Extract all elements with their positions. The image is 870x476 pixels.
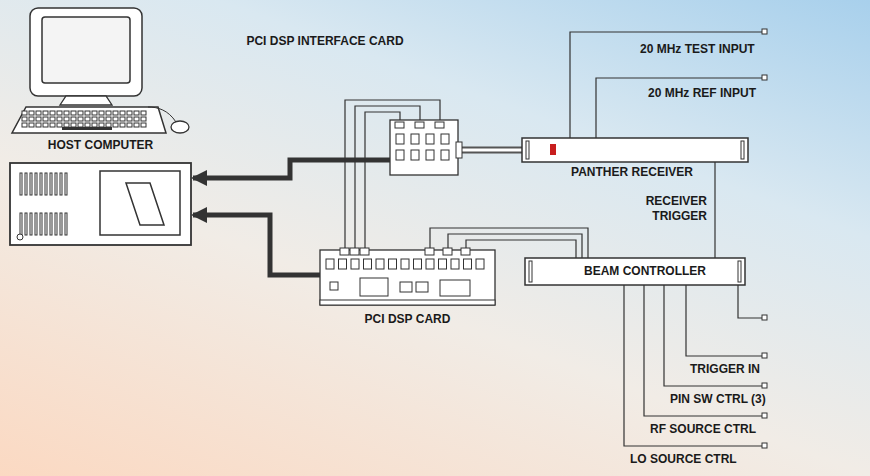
- node-label: BEAM CONTROLLER: [525, 258, 765, 278]
- edge-label: RECEIVER TRIGGER: [617, 194, 707, 224]
- spare-line: [738, 285, 762, 318]
- connector-line: [193, 160, 390, 178]
- terminal: [762, 353, 767, 358]
- panther-receiver-drawing: [522, 138, 748, 162]
- node-label: PCI DSP INTERFACE CARD: [245, 34, 405, 48]
- connector: [193, 215, 320, 275]
- cable-core: [458, 149, 522, 152]
- pin-sw-line: [664, 285, 762, 386]
- signal-label: TRIGGER IN: [690, 362, 760, 376]
- panther-receiver: PANTHER RECEIVER: [522, 138, 748, 162]
- terminal: [762, 443, 767, 448]
- terminal: [762, 413, 767, 418]
- pci-dsp-card-drawing: [320, 250, 495, 305]
- connector-line: [193, 215, 320, 275]
- terminal: [762, 75, 767, 80]
- signal-label: 20 MHz REF INPUT: [648, 86, 756, 100]
- signal-label: 20 MHz TEST INPUT: [640, 42, 755, 56]
- dsp-interface-card: PCI DSP INTERFACE CARD: [390, 120, 458, 175]
- connector: [715, 162, 716, 258]
- host-computer: HOST COMPUTER: [8, 5, 193, 250]
- signal-label: PIN SW CTRL (3): [670, 392, 766, 406]
- connector-line: [458, 147, 522, 154]
- terminal: [762, 29, 767, 34]
- dsp-interface-card-drawing: [390, 120, 458, 175]
- terminal: [762, 383, 767, 388]
- connector-line: [714, 162, 715, 258]
- signal-label: RF SOURCE CTRL: [650, 422, 756, 436]
- ref-input-line: [596, 78, 762, 138]
- test-input-line: [570, 32, 762, 138]
- node-label: PCI DSP CARD: [320, 312, 495, 326]
- node-label: PANTHER RECEIVER: [552, 165, 712, 179]
- connector-line: [448, 234, 582, 258]
- node-label: HOST COMPUTER: [8, 138, 193, 152]
- trigger-in-line: [686, 285, 762, 356]
- signal-label: LO SOURCE CTRL: [630, 452, 737, 466]
- terminal: [762, 315, 767, 320]
- host-computer-drawing: [8, 5, 193, 250]
- pci-dsp-card: PCI DSP CARD: [320, 250, 495, 305]
- connector: [458, 150, 522, 151]
- connector: [193, 160, 390, 178]
- lo-source-line: [624, 285, 762, 446]
- beam-controller: BEAM CONTROLLER: [525, 258, 765, 285]
